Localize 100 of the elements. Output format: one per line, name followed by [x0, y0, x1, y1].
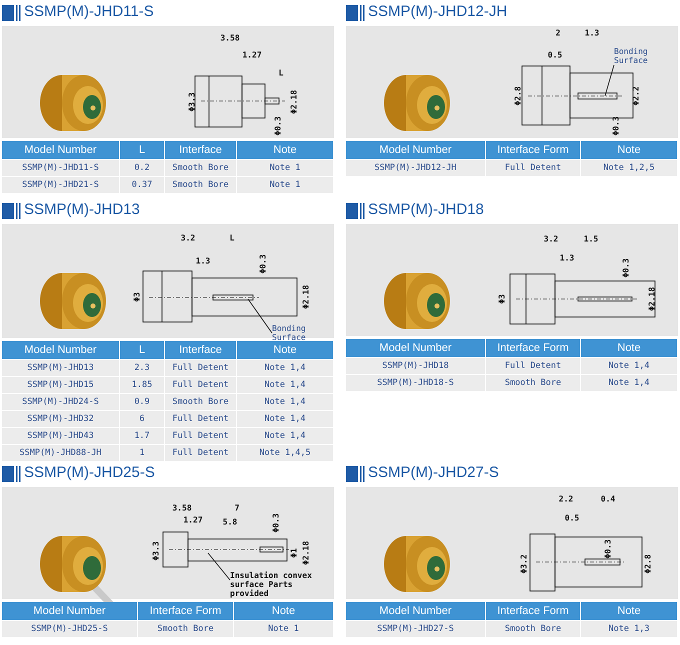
table-cell: 1.85: [120, 377, 164, 393]
table-cell: SSMP(M)-JHD18: [346, 358, 485, 374]
table-cell: Note 1,4: [237, 360, 333, 376]
table-cell: Smooth Bore: [165, 394, 236, 410]
table-cell: Smooth Bore: [486, 375, 580, 391]
section-heading: SSMP(M)-JHD27-S: [368, 464, 499, 481]
table-cell: Note 1,4: [581, 375, 677, 391]
dimension-label: 0.4: [600, 494, 616, 504]
table-cell: Full Detent: [486, 358, 580, 374]
table-header-cell: Model Number: [2, 602, 137, 620]
dimension-label: Φ0.3: [274, 116, 282, 136]
dimension-label: Φ0.3: [622, 258, 630, 278]
table-cell: Note 1,4: [237, 411, 333, 427]
section-heading: SSMP(M)-JHD13: [24, 201, 140, 218]
table-cell: 0.2: [120, 160, 164, 176]
table-cell: SSMP(M)-JHD88-JH: [2, 445, 119, 461]
leader-line: [208, 552, 230, 580]
dimension-label: L: [230, 234, 234, 242]
table-cell: Note 1,4: [237, 377, 333, 393]
table-header-cell: L: [120, 341, 164, 359]
section-heading: SSMP(M)-JHD18: [368, 201, 484, 218]
dimension-label: 3.2: [544, 234, 558, 244]
dimension-label: 3.58: [220, 34, 240, 42]
table-cell: SSMP(M)-JHD27-S: [346, 621, 485, 637]
table-cell: Smooth Bore: [138, 621, 233, 637]
table-cell: Full Detent: [165, 377, 236, 393]
table-header-cell: Interface Form: [486, 339, 580, 357]
table-cell: SSMP(M)-JHD15: [2, 377, 119, 393]
dimension-label: Φ2.18: [302, 540, 310, 566]
table-cell: 0.9: [120, 394, 164, 410]
table-header-cell: Model Number: [346, 339, 485, 357]
dimension-label: Φ2.2: [632, 86, 640, 106]
table-cell: Note 1,4: [581, 358, 677, 374]
dimension-label: Φ3.3: [188, 92, 196, 112]
table-header-cell: Note: [581, 339, 677, 357]
dimension-label: Φ2.8: [644, 554, 652, 574]
table-cell: SSMP(M)-JHD32: [2, 411, 119, 427]
dimension-label: 2: [556, 28, 560, 38]
table-cell: SSMP(M)-JHD11-S: [2, 160, 119, 176]
table-cell: Full Detent: [165, 360, 236, 376]
callout-text: Bonding Surface: [614, 47, 680, 65]
section-heading: SSMP(M)-JHD11-S: [24, 3, 154, 20]
table-header-cell: Note: [234, 602, 333, 620]
dimension-label: 1.5: [584, 234, 598, 244]
dimension-label: 1.3: [560, 254, 574, 262]
dimension-label: 3.2: [180, 234, 196, 242]
dimension-label: 1.3: [584, 28, 600, 38]
table-cell: 1: [120, 445, 164, 461]
table-header-cell: Interface Form: [486, 141, 580, 159]
dimension-label: 5.8: [222, 518, 238, 526]
table-header-cell: Model Number: [2, 141, 119, 159]
dimension-label: Φ2.8: [514, 86, 522, 106]
table-cell: SSMP(M)-JHD21-S: [2, 177, 119, 193]
table-cell: SSMP(M)-JHD12-JH: [346, 160, 485, 176]
section-heading: SSMP(M)-JHD12-JH: [368, 3, 508, 20]
table-cell: Smooth Bore: [486, 621, 580, 637]
table-cell: Note 1,4,5: [237, 445, 333, 461]
dimension-label: Φ0.3: [272, 513, 280, 533]
dimension-label: 1.3: [196, 256, 210, 266]
dimension-label: 7: [234, 504, 240, 512]
table-cell: SSMP(M)-JHD25-S: [2, 621, 137, 637]
dimension-label: Φ3.2: [520, 554, 528, 574]
table-header-cell: Interface: [165, 141, 236, 159]
dimension-label: 1.27: [183, 516, 203, 524]
leader-line: [248, 298, 272, 334]
leader-line: [604, 64, 614, 96]
dimension-label: 0.5: [564, 514, 580, 522]
dimension-label: 1.27: [242, 50, 262, 60]
table-cell: 2.3: [120, 360, 164, 376]
table-cell: Full Detent: [486, 160, 580, 176]
table-cell: Note 1: [237, 177, 333, 193]
callout-text: Bonding Surface: [272, 324, 312, 342]
table-header-cell: L: [120, 141, 164, 159]
dimension-label: L: [278, 68, 284, 78]
table-cell: Full Detent: [165, 411, 236, 427]
dimension-label: Φ1: [290, 548, 298, 558]
dimension-label: Φ2.18: [648, 286, 656, 312]
section-heading: SSMP(M)-JHD25-S: [24, 464, 155, 481]
dimension-label: 2.2: [558, 494, 574, 504]
table-cell: 6: [120, 411, 164, 427]
callout-text: Insulation convex surface Parts provided: [230, 571, 332, 598]
table-cell: Note 1: [237, 160, 333, 176]
table-cell: Full Detent: [165, 428, 236, 444]
table-cell: SSMP(M)-JHD43: [2, 428, 119, 444]
table-cell: Note 1: [234, 621, 333, 637]
dimension-label: Φ3: [132, 292, 142, 302]
dimension-label: 3.58: [172, 504, 192, 512]
table-header-cell: Note: [237, 341, 333, 359]
table-header-cell: Model Number: [2, 341, 119, 359]
table-cell: Note 1,4: [237, 394, 333, 410]
dimension-label: Φ2.18: [302, 284, 310, 310]
dimension-label: Φ0.3: [604, 539, 612, 559]
table-cell: Full Detent: [165, 445, 236, 461]
table-cell: SSMP(M)-JHD24-S: [2, 394, 119, 410]
dimension-label: Φ3.3: [152, 541, 160, 561]
dimension-label: Φ0.3: [612, 116, 620, 136]
table-cell: Smooth Bore: [165, 160, 236, 176]
table-cell: Note 1,4: [237, 428, 333, 444]
table-cell: 1.7: [120, 428, 164, 444]
table-cell: 0.37: [120, 177, 164, 193]
